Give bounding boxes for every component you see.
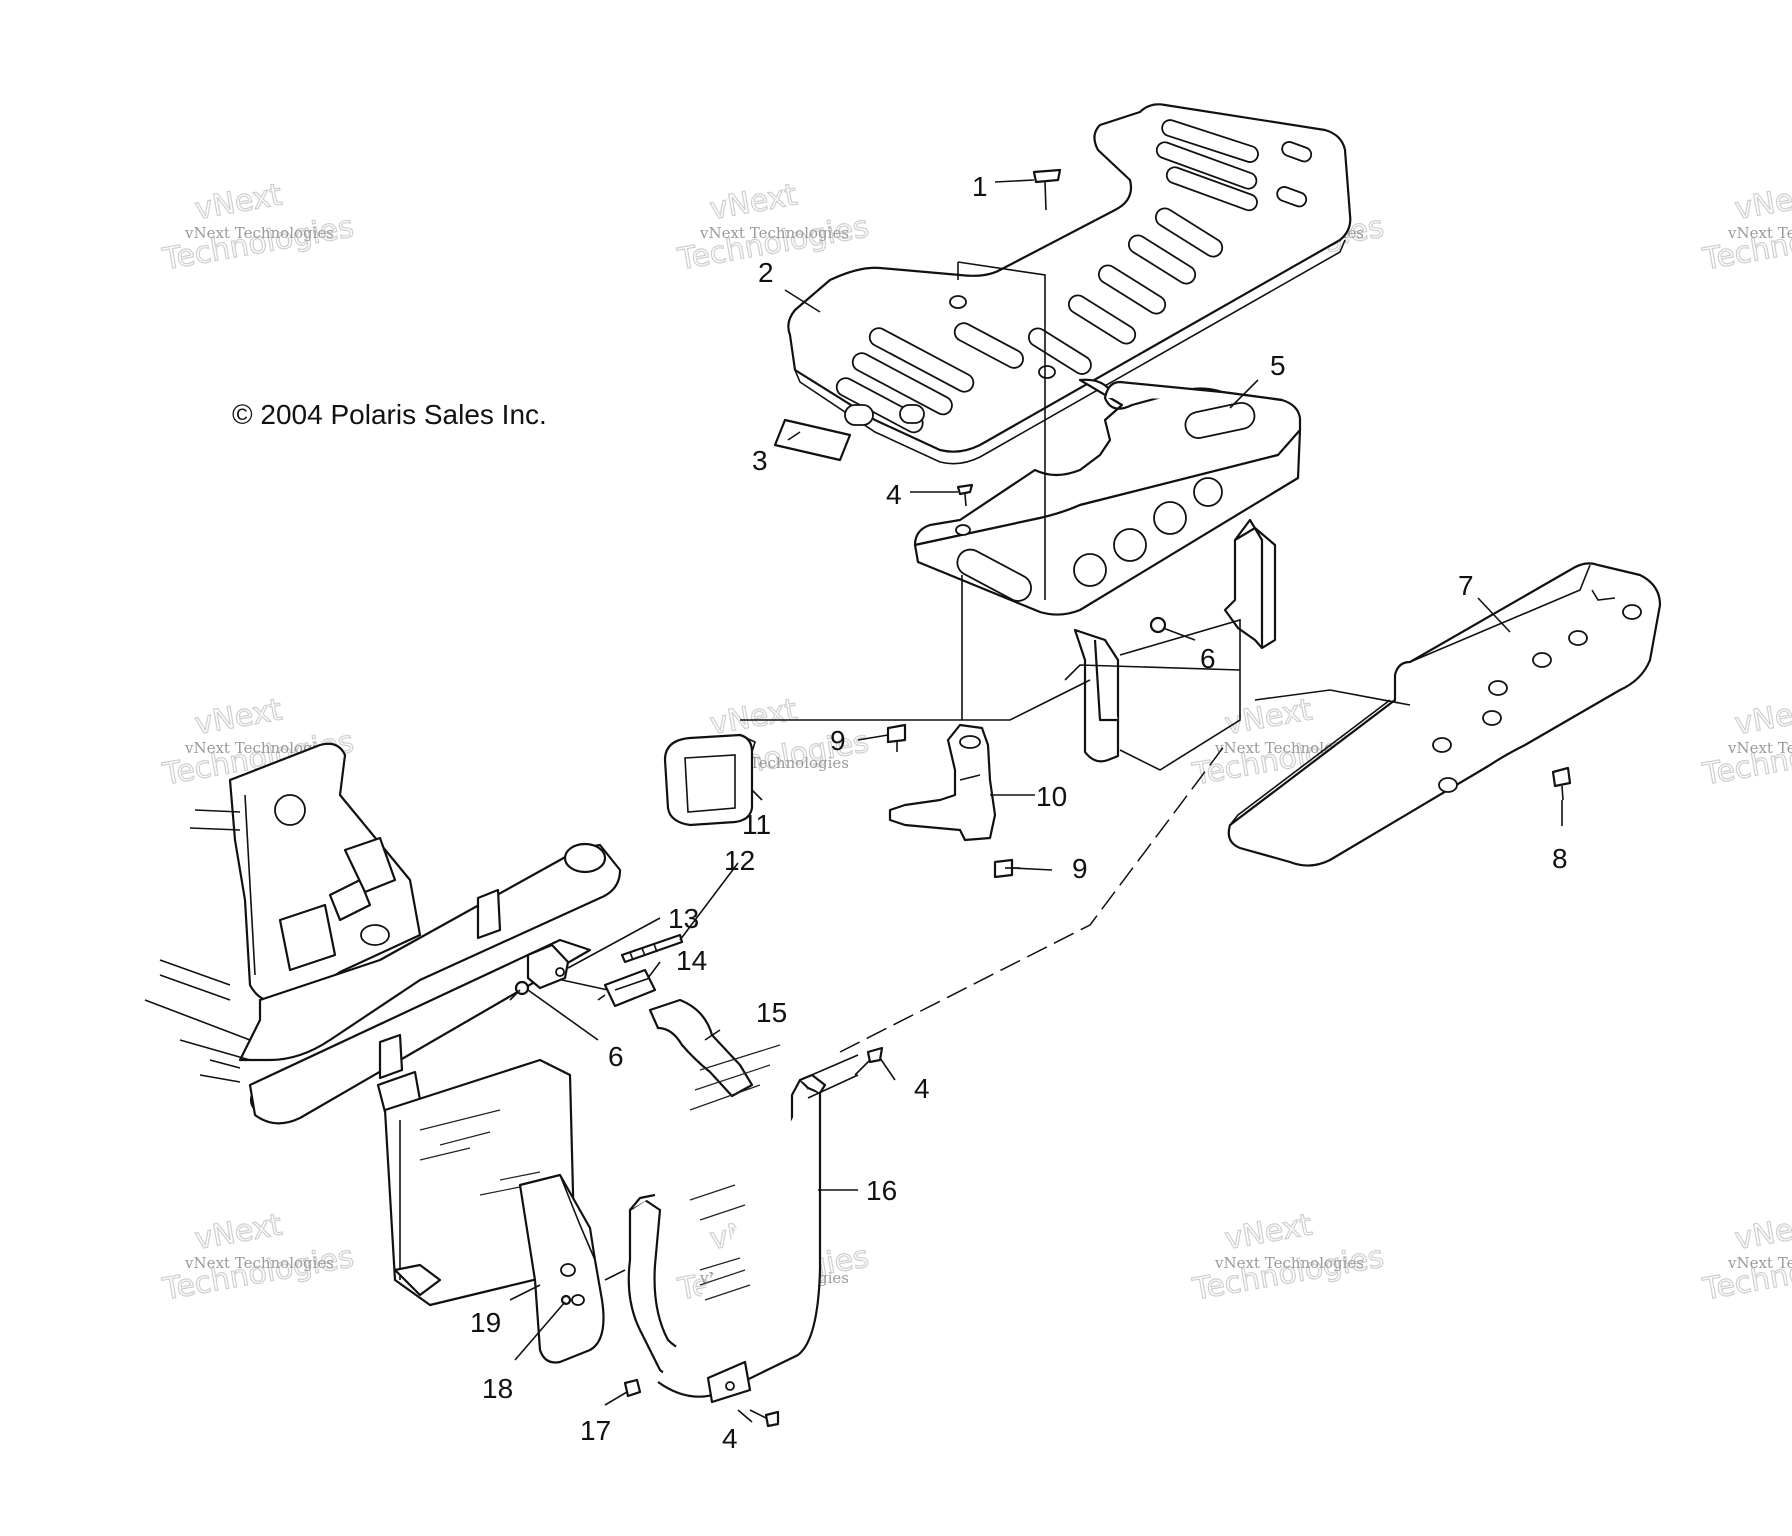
callout-6-upper: 6 [1200,643,1216,674]
watermark-big-a: vNext [192,692,285,742]
callout-5: 5 [1270,350,1286,381]
watermark-big-a: vNext [1222,692,1315,742]
leader-lines [509,179,1563,1423]
watermark-big-a: vNext [1222,1207,1315,1257]
part-rear-bumper [1227,562,1662,867]
watermark-small-12: vNext Technologies [1727,1254,1792,1272]
watermark-big-a: vNext [1732,1207,1792,1257]
part-bolt-8 [1551,766,1572,801]
callout-3: 3 [752,445,768,476]
callout-labels: 1 2 3 4 5 6 7 8 9 9 10 11 12 13 14 15 6 … [470,171,1568,1454]
watermark-1: vNext Technologies [159,177,357,278]
watermark-small-8: vNext Technologies [1727,739,1792,757]
part-clip-13 [526,943,570,990]
watermark-big-a: vNext [1732,177,1792,227]
watermark-big-a: vNext [192,177,285,227]
watermark-small-9: vNext Technologies [184,1254,334,1272]
part-bolt-12 [620,933,684,964]
callout-17: 17 [580,1415,611,1446]
watermark-4: vNext Technologies [1699,177,1792,278]
part-screw-1 [1032,168,1062,211]
watermark-big-a: vNext [707,177,800,227]
watermark-small-4: vNext Technologies [1727,224,1792,242]
watermark-big-b: Technologies [160,1239,357,1307]
watermark-small-1: vNext Technologies [184,224,334,242]
watermark-big-a: vNext [1732,692,1792,742]
part-tube-15 [648,998,754,1098]
part-rear-rack [787,103,1352,465]
callout-1: 1 [972,171,988,202]
part-loop [627,1044,859,1404]
watermark-big-b: Technologies [1190,1239,1387,1307]
watermark-big-a: vNext [192,1207,285,1257]
callout-8: 8 [1552,843,1568,874]
callout-15: 15 [756,997,787,1028]
watermark-8: vNext Technologies [1699,692,1792,793]
part-reflector [773,418,852,462]
callout-4-mid: 4 [914,1073,930,1104]
watermark-12: vNext Technologies [1699,1207,1792,1308]
part-screw-4c [749,1409,780,1428]
callout-11: 11 [742,809,771,840]
callout-16: 16 [866,1175,897,1206]
callout-7: 7 [1458,570,1474,601]
part-nut-17 [623,1378,642,1398]
watermark-11: vNext Technologies [1189,1207,1387,1308]
callout-6-lower: 6 [608,1041,624,1072]
watermark-small-11: vNext Technologies [1214,1254,1364,1272]
part-splash-guard [518,1173,605,1364]
callout-18: 18 [482,1373,513,1404]
callout-13: 13 [668,903,699,934]
callout-12: 12 [724,845,755,876]
callout-4-bottom: 4 [722,1423,738,1454]
callout-4-top: 4 [886,479,902,510]
part-rack-support [913,378,1302,771]
part-bracket [888,723,997,842]
assembly-lines [509,261,1411,1281]
callout-2: 2 [758,257,774,288]
callout-14: 14 [676,945,707,976]
watermark-big-b: Technologies [160,209,357,277]
part-bolt-9a [886,723,907,752]
part-frame [144,742,622,1307]
part-nut-6a [1149,616,1167,634]
callout-19: 19 [470,1307,501,1338]
callout-9-left: 9 [830,725,846,756]
copyright-text: © 2004 Polaris Sales Inc. [232,399,547,430]
watermark-9: vNext Technologies [159,1207,357,1308]
watermark-small-2: vNext Technologies [699,224,849,242]
part-taillight [663,733,756,827]
watermark-big-a: vNext [707,692,800,742]
callout-9-right: 9 [1072,853,1088,884]
part-screw-4a [956,483,974,507]
watermark-small-5: vNext Technologies [184,739,334,757]
part-screw-18 [560,1294,572,1306]
part-bushing-14 [603,968,657,1008]
part-screw-4b [854,1046,884,1076]
callout-10: 10 [1036,781,1067,812]
